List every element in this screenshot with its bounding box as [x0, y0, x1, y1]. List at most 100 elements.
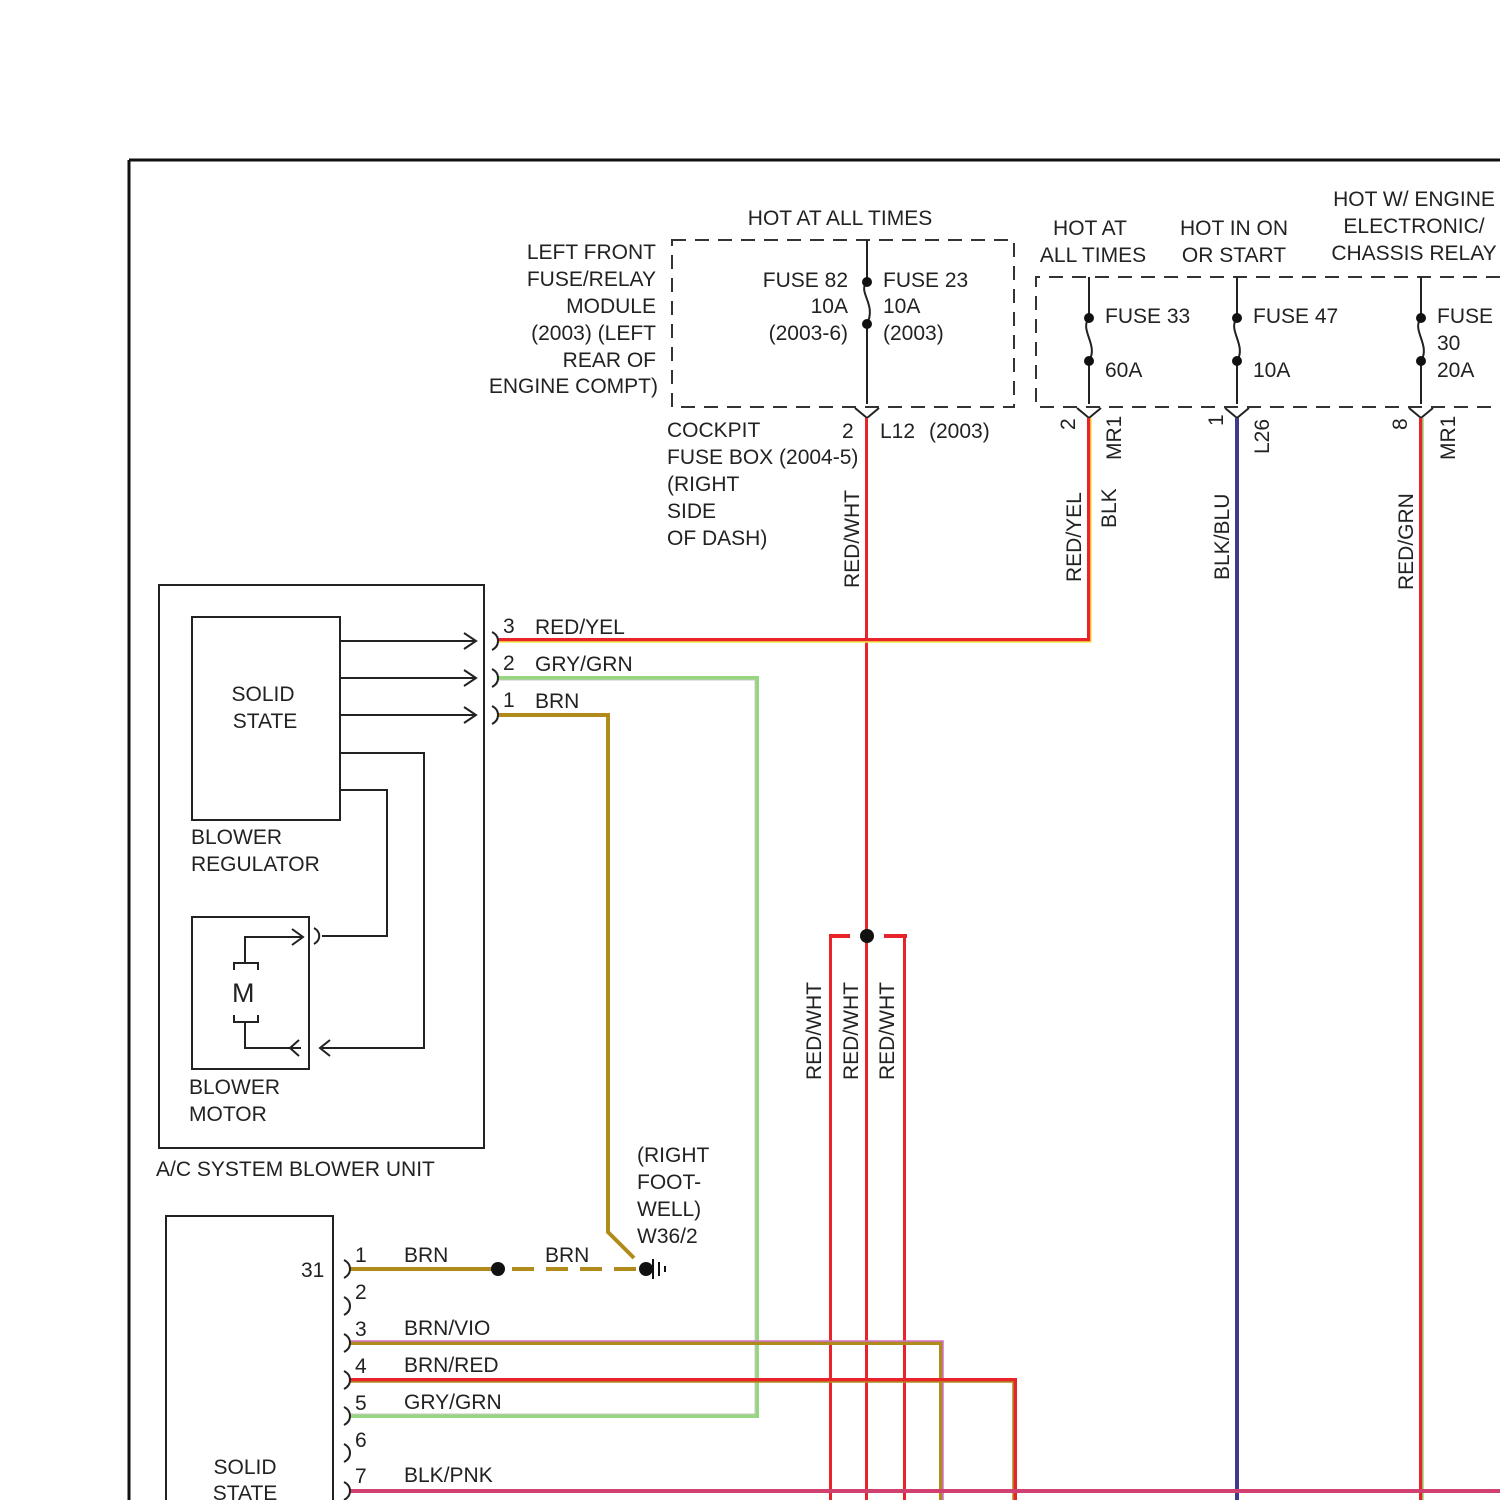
wire-label-red-grn: RED/GRN [1395, 493, 1418, 590]
connector-arrow-symbols [855, 408, 1433, 418]
diagram-frame [129, 160, 1500, 1500]
module-pin-7: 7 [355, 1465, 367, 1488]
wire-red-grn [1421, 418, 1423, 1500]
blower-motor-label: BLOWER MOTOR [189, 1076, 280, 1126]
wire-label-split-2: RED/WHT [840, 982, 863, 1080]
ground-dot [639, 1262, 653, 1276]
svg-text:(RIGHT: (RIGHT [667, 473, 739, 496]
svg-text:HOT AT: HOT AT [1053, 217, 1127, 240]
blower-pin-3: 3 [503, 615, 515, 638]
svg-text:(2003) (LEFT: (2003) (LEFT [531, 322, 656, 345]
fuse-33-label: FUSE 33 60A [1105, 305, 1190, 382]
svg-text:STATE: STATE [213, 1482, 278, 1500]
svg-text:BLOWER: BLOWER [189, 1076, 280, 1099]
splice-brn [491, 1262, 505, 1276]
svg-text:SIDE: SIDE [667, 500, 716, 523]
wire-label-blk: BLK [1098, 488, 1121, 528]
wire-label-blk-blu: BLK/BLU [1211, 494, 1234, 580]
svg-text:HOT IN ON: HOT IN ON [1180, 217, 1288, 240]
svg-text:30: 30 [1437, 332, 1460, 355]
module-wire-1: BRN [404, 1244, 448, 1267]
module-pin-1: 1 [355, 1244, 367, 1267]
blower-wire-3: RED/YEL [535, 616, 625, 639]
blower-pin-labels: 3 RED/YEL 2 GRY/GRN 1 BRN [503, 615, 633, 713]
blower-pin-2: 2 [503, 652, 515, 675]
svg-text:20A: 20A [1437, 359, 1474, 382]
mr1-connector-label: MR1 [1103, 416, 1126, 460]
wire-red-wht-main [867, 418, 869, 936]
svg-text:REGULATOR: REGULATOR [191, 853, 320, 876]
svg-text:FUSE/RELAY: FUSE/RELAY [527, 268, 656, 291]
blower-regulator-label: BLOWER REGULATOR [191, 826, 320, 876]
fuse-82-label: FUSE 82 10A (2003-6) [763, 269, 848, 345]
module-wire-7: BLK/PNK [404, 1464, 493, 1487]
svg-text:FUSE 33: FUSE 33 [1105, 305, 1190, 328]
l26-connector-label: L26 [1251, 419, 1274, 454]
ground-location-label: (RIGHT FOOT- WELL) W36/2 [637, 1144, 709, 1248]
svg-text:(2003): (2003) [883, 322, 944, 345]
svg-text:OR START: OR START [1182, 244, 1286, 267]
svg-text:FUSE: FUSE [1437, 305, 1493, 328]
module-wire-5: GRY/GRN [404, 1391, 502, 1414]
ground-wire-label: BRN [545, 1244, 589, 1267]
hot-at-all-times-main-label: HOT AT ALL TIMES [748, 207, 932, 230]
svg-text:BLOWER: BLOWER [191, 826, 282, 849]
cockpit-fuse-box-label: COCKPIT FUSE BOX (2004-5) (RIGHT SIDE OF… [667, 419, 858, 550]
svg-text:FUSE 23: FUSE 23 [883, 269, 968, 292]
fuse-82-23-symbol [864, 282, 870, 324]
svg-text:STATE: STATE [233, 710, 298, 733]
module-connector-symbols [344, 1260, 350, 1500]
hot-in-on-label: HOT IN ON OR START [1180, 217, 1288, 267]
blower-wire-1: BRN [535, 690, 579, 713]
svg-text:LEFT FRONT: LEFT FRONT [527, 241, 656, 264]
svg-text:SOLID: SOLID [231, 683, 294, 706]
wire-label-split-3: RED/WHT [876, 982, 899, 1080]
svg-text:FUSE BOX (2004-5): FUSE BOX (2004-5) [667, 446, 858, 469]
blower-pin-1: 1 [503, 689, 515, 712]
ground-icon [653, 1259, 665, 1279]
module-pin-5: 5 [355, 1392, 367, 1415]
fuse-47-label: FUSE 47 10A [1253, 305, 1338, 382]
fuse-23-label: FUSE 23 10A (2003) [883, 269, 968, 345]
mr1-pin-label: 2 [1057, 418, 1080, 430]
l26-pin-label: 1 [1205, 414, 1228, 426]
wire-brn-ground [497, 715, 634, 1258]
wire-label-red-wht: RED/WHT [841, 490, 864, 588]
fuse-33-symbol [1086, 318, 1092, 361]
module-pin-6: 6 [355, 1429, 367, 1452]
svg-text:(2003-6): (2003-6) [769, 322, 848, 345]
splice-red-wht [860, 929, 874, 943]
svg-text:OF DASH): OF DASH) [667, 527, 767, 550]
right-fuse-box-outline [1036, 277, 1500, 407]
svg-text:ALL TIMES: ALL TIMES [1040, 244, 1146, 267]
svg-text:(RIGHT: (RIGHT [637, 1144, 709, 1167]
svg-text:SOLID: SOLID [213, 1456, 276, 1479]
connector-31-label: 31 [301, 1259, 324, 1282]
wire-label-split-1: RED/WHT [803, 982, 826, 1080]
svg-text:MODULE: MODULE [566, 295, 656, 318]
module-wire-4: BRN/RED [404, 1354, 499, 1377]
splice-dots [491, 929, 874, 1276]
mr1b-pin-label: 8 [1389, 418, 1412, 430]
left-front-module-label: LEFT FRONT FUSE/RELAY MODULE (2003) (LEF… [489, 241, 658, 398]
wires [350, 418, 1500, 1500]
solid-state-2-label: SOLID STATE [213, 1456, 278, 1500]
svg-text:CHASSIS RELAY: CHASSIS RELAY [1331, 242, 1496, 265]
svg-text:ELECTRONIC/: ELECTRONIC/ [1343, 215, 1484, 238]
ac-blower-unit-label: A/C SYSTEM BLOWER UNIT [156, 1158, 435, 1181]
labels: HOT AT ALL TIMES LEFT FRONT FUSE/RELAY M… [156, 188, 1497, 1500]
svg-text:10A: 10A [811, 295, 848, 318]
motor-symbol: M [232, 978, 255, 1008]
l12-connector-label: L12 [880, 420, 915, 443]
svg-text:WELL): WELL) [637, 1198, 701, 1221]
svg-text:REAR OF: REAR OF [563, 349, 656, 372]
svg-text:W36/2: W36/2 [637, 1225, 698, 1248]
fuse-30-symbol [1418, 318, 1424, 361]
svg-text:HOT W/ ENGINE: HOT W/ ENGINE [1333, 188, 1495, 211]
module-pin-3: 3 [355, 1318, 367, 1341]
solid-state-label: SOLID STATE [231, 683, 297, 733]
svg-text:FOOT-: FOOT- [637, 1171, 701, 1194]
module-pin-2: 2 [355, 1281, 367, 1304]
svg-text:10A: 10A [1253, 359, 1290, 382]
